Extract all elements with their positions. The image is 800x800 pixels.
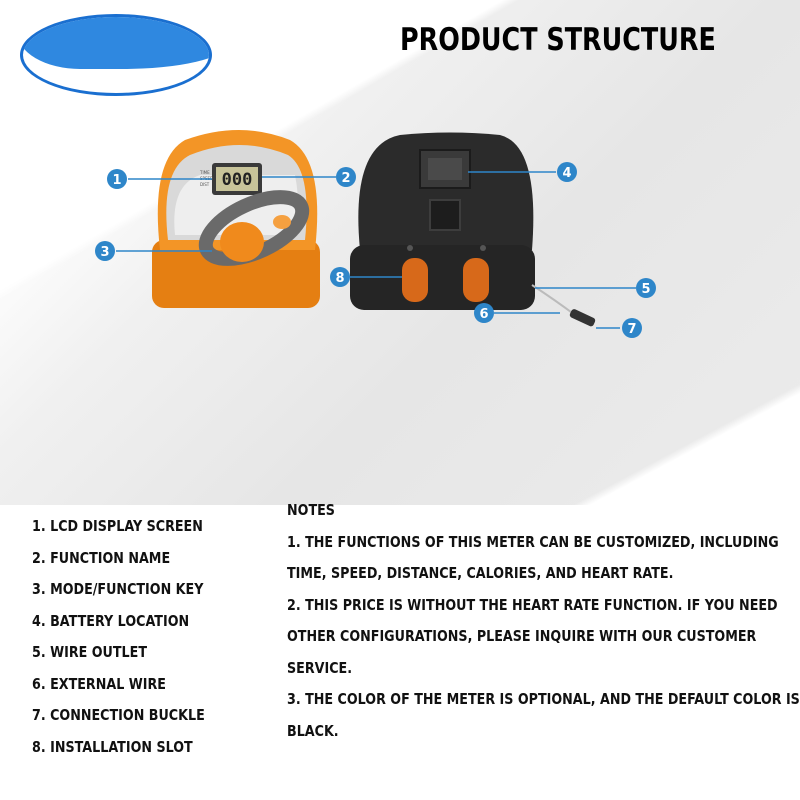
mode-key — [220, 222, 264, 262]
svg-text:3: 3 — [100, 245, 109, 260]
info-section: 1. LCD DISPLAY SCREEN 2. FUNCTION NAME 3… — [0, 501, 800, 800]
svg-text:8: 8 — [335, 271, 344, 286]
notes-line: 1. THE FUNCTIONS OF THIS METER CAN BE CU… — [287, 532, 779, 551]
list-item: 1. LCD DISPLAY SCREEN — [32, 517, 203, 535]
list-item: 4. BATTERY LOCATION — [32, 611, 190, 630]
callout-7: 7 — [622, 318, 642, 338]
callout-8: 8 — [330, 267, 350, 287]
page-title: PRODUCT STRUCTURE — [400, 22, 716, 58]
notes-heading: NOTES — [287, 501, 335, 519]
lcd-screen — [216, 167, 258, 191]
svg-text:7: 7 — [627, 322, 636, 337]
list-item: 2. FUNCTION NAME — [32, 548, 171, 567]
svg-text:2: 2 — [341, 171, 350, 186]
back-meter — [350, 132, 596, 327]
list-item: 8. INSTALLATION SLOT — [32, 737, 193, 756]
svg-text:4: 4 — [562, 166, 571, 181]
logo-blue-fill — [23, 17, 209, 69]
device-illustration: 000 TIME SPEED DIST 1 2 3 4 — [95, 130, 656, 338]
notes-line: BLACK. — [287, 721, 339, 740]
notes-line: OTHER CONFIGURATIONS, PLEASE INQUIRE WIT… — [287, 627, 757, 645]
svg-text:6: 6 — [479, 307, 488, 322]
svg-text:DIST: DIST — [200, 182, 210, 187]
list-item: 7. CONNECTION BUCKLE — [32, 706, 205, 724]
brand-logo-oval — [20, 14, 212, 96]
connection-buckle — [569, 309, 596, 327]
list-item: 6. EXTERNAL WIRE — [32, 674, 166, 693]
notes-line: TIME, SPEED, DISTANCE, CALORIES, AND HEA… — [287, 564, 674, 582]
callout-4: 4 — [557, 162, 577, 182]
notes-line: 2. THIS PRICE IS WITHOUT THE HEART RATE … — [287, 595, 778, 614]
svg-text:1: 1 — [112, 173, 121, 188]
callout-3: 3 — [95, 241, 115, 261]
callout-6: 6 — [474, 303, 494, 323]
svg-text:5: 5 — [641, 282, 650, 297]
installation-slot-left — [402, 258, 428, 302]
list-item: 3. MODE/FUNCTION KEY — [32, 580, 204, 598]
callout-1: 1 — [107, 169, 127, 189]
callout-2: 2 — [336, 167, 356, 187]
front-meter: 000 TIME SPEED DIST — [152, 130, 320, 308]
notes-block: NOTES 1. THE FUNCTIONS OF THIS METER CAN… — [287, 498, 800, 750]
notes-line: SERVICE. — [287, 658, 353, 677]
lcd-digits: 000 — [222, 170, 253, 190]
installation-slot-right — [463, 258, 489, 302]
callout-5: 5 — [636, 278, 656, 298]
list-item: 5. WIRE OUTLET — [32, 643, 147, 661]
grip-ring — [198, 190, 310, 266]
notes-line: 3. THE COLOR OF THE METER IS OPTIONAL, A… — [287, 690, 800, 708]
external-wire — [531, 284, 576, 316]
svg-text:TIME: TIME — [199, 170, 210, 175]
parts-list: 1. LCD DISPLAY SCREEN 2. FUNCTION NAME 3… — [32, 515, 243, 767]
